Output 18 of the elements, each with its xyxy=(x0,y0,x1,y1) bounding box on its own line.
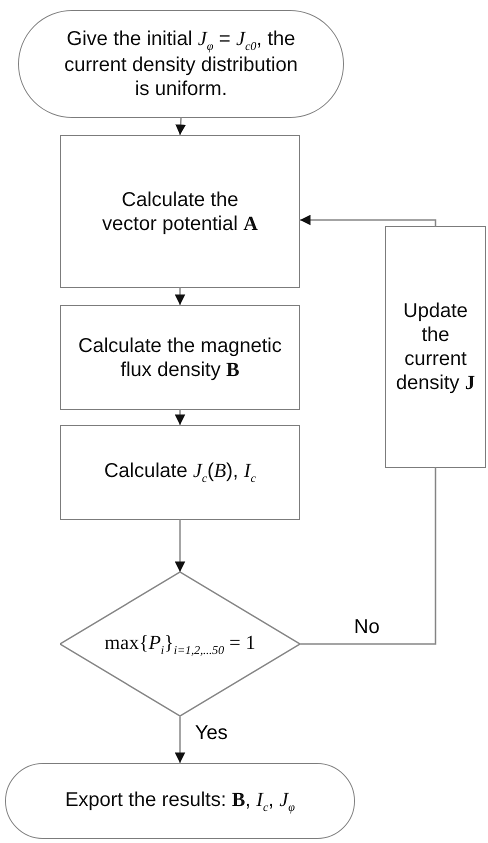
process-box xyxy=(60,425,300,520)
arrow xyxy=(300,214,436,226)
process-box xyxy=(60,305,300,410)
condition-text: max{P$_{i}$}$_{i=1,2,...50}$ = 1 xyxy=(104,630,256,658)
step-text: Give the initial J$_{φ}$ = J$_{c0}$, the current density distribution is uniform. xyxy=(63,26,299,102)
arrow xyxy=(174,716,186,763)
decision-diamond xyxy=(60,572,300,716)
step-text: Calculate the magnetic flux density B xyxy=(77,334,283,382)
step-text: Calculate the vector potential A xyxy=(101,188,259,236)
process-box xyxy=(60,135,300,288)
step-text: Calculate J$_{c}$(B), I$_{c}$ xyxy=(103,459,257,486)
arrow xyxy=(174,288,186,305)
step-text: Update the current density J xyxy=(395,299,476,395)
process-box xyxy=(385,226,486,468)
step-text: Export the results: B, I$_{c}$, J$_{φ}$ xyxy=(64,788,296,814)
arrow xyxy=(174,410,186,425)
arrow xyxy=(175,118,186,136)
arrow xyxy=(174,520,186,572)
